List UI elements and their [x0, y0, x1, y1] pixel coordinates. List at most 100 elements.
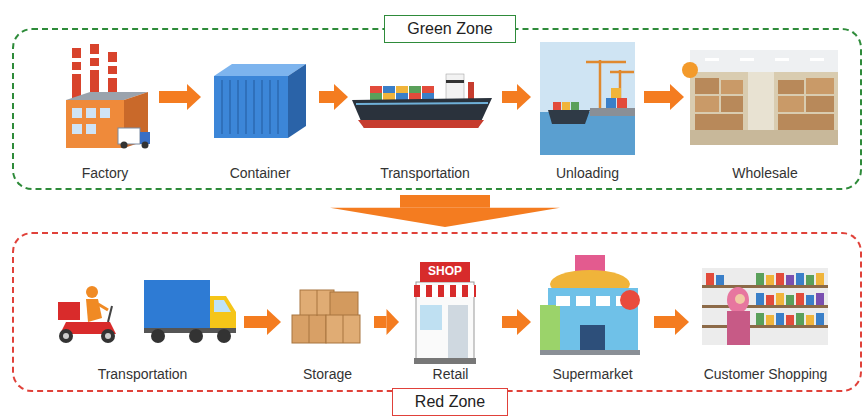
- container-icon-part-part: [221, 80, 223, 134]
- ship-icon-part: [409, 93, 421, 100]
- warehouse-photo: [682, 50, 838, 145]
- shopping-photo-part: [727, 287, 749, 313]
- step-caption: Container: [230, 165, 291, 182]
- warehouse-photo-part: [690, 130, 838, 145]
- shop-icon: [414, 262, 476, 364]
- boxes-icon-part: [300, 290, 334, 316]
- ship-icon: [352, 74, 492, 128]
- shopping-photo-part: [756, 273, 764, 285]
- process-step: Supermarket: [535, 255, 650, 383]
- delivery-scooter-icon-part: [101, 329, 115, 343]
- zone-arrow-shaft: [400, 195, 490, 208]
- step-caption: Transportation: [380, 165, 470, 182]
- shop-icon-part: [432, 285, 438, 297]
- process-step: Container: [205, 50, 315, 182]
- factory-icon-part: [108, 74, 117, 78]
- step-caption: Transportation: [98, 366, 188, 383]
- shopping-photo-part: [776, 293, 784, 305]
- delivery-scooter-icon-part: [59, 329, 73, 343]
- container-icon-part-part: [253, 80, 255, 134]
- arrow-shaft: [502, 91, 517, 103]
- shopping-photo-part: [806, 275, 814, 285]
- process-step: Factory: [55, 50, 155, 182]
- shop-icon-part: [444, 285, 450, 297]
- factory-icon-part: [90, 54, 99, 58]
- flow-arrow: [654, 309, 689, 335]
- container-icon: [214, 64, 306, 138]
- zone-region: Red ZoneTransportationStorageRetailSuper…: [12, 232, 862, 392]
- shopping-photo-part: [766, 315, 774, 325]
- supermarket-icon-part: [540, 305, 560, 352]
- warehouse-photo-part: [682, 62, 698, 78]
- truck-icon-part: [210, 296, 236, 330]
- shopping-photo-part: [786, 315, 794, 325]
- delivery-scooter-icon-part: [86, 299, 102, 322]
- supermarket-icon-part: [556, 296, 570, 306]
- step-caption: Supermarket: [552, 366, 632, 383]
- shop-icon-part: [420, 305, 442, 330]
- shopping-photo: [702, 268, 828, 345]
- shop-icon-part: [420, 285, 426, 297]
- factory-icon-part: [86, 108, 96, 118]
- delivery-scooter-icon-part: [58, 302, 80, 320]
- step-caption: Storage: [303, 366, 352, 383]
- factory-icon-part: [72, 48, 81, 103]
- shopping-photo-part: [766, 275, 774, 285]
- shopping-photo-part: [776, 313, 784, 325]
- supermarket-icon-part: [596, 296, 610, 306]
- warehouse-photo-part: [740, 58, 754, 61]
- shopping-photo-part: [735, 294, 745, 304]
- flow-arrow: [644, 84, 684, 110]
- warehouse-photo-part: [721, 96, 743, 112]
- ship-icon-part: [370, 86, 382, 93]
- ship-icon-part: [446, 80, 464, 83]
- arrow-head: [670, 84, 684, 110]
- shopping-photo-part: [776, 273, 784, 285]
- truck-icon: [144, 280, 236, 343]
- boxes-icon-part: [317, 290, 318, 316]
- shopping-photo-part: [716, 275, 724, 285]
- unloading-icon-part: [553, 102, 561, 110]
- unloading-icon-part: [606, 98, 616, 108]
- shop-icon-part: [420, 262, 470, 282]
- arrow-shaft: [319, 91, 334, 103]
- container-icon-part: [222, 80, 278, 134]
- shop-icon-part: [468, 285, 474, 297]
- unloading-icon-part: [548, 110, 590, 124]
- arrow-shaft: [244, 316, 267, 328]
- factory-icon-part: [86, 124, 96, 134]
- boxes-icon-part: [326, 315, 360, 343]
- warehouse-photo-part: [695, 96, 719, 112]
- ship-icon-part: [468, 82, 474, 100]
- shopping-photo-part: [786, 295, 794, 305]
- supermarket-icon-part: [580, 325, 605, 352]
- step-caption: Unloading: [556, 165, 619, 182]
- delivery-scooter-icon: [58, 286, 116, 343]
- factory-icon-part: [72, 124, 82, 134]
- shopping-photo-part: [702, 268, 828, 345]
- shopping-photo-part: [796, 293, 804, 305]
- unloading-icon-part: [586, 60, 634, 108]
- arrow-shaft: [374, 316, 387, 328]
- ship-icon-part: [422, 86, 434, 93]
- warehouse-photo-part: [721, 80, 743, 94]
- container-icon-part: [214, 76, 288, 138]
- arrow-head: [187, 84, 201, 110]
- factory-icon-part: [72, 58, 81, 62]
- arrow-head: [517, 309, 531, 335]
- unloading-icon-part: [571, 102, 579, 110]
- process-step: Customer Shopping: [693, 255, 838, 383]
- flow-arrow: [374, 309, 399, 335]
- shopping-photo-part: [816, 313, 824, 325]
- arrow-shaft: [644, 91, 670, 103]
- truck-icon-part: [214, 300, 231, 312]
- factory-icon-part: [90, 66, 99, 70]
- unloading-icon-part-part: [586, 61, 626, 64]
- warehouse-photo-part: [695, 78, 719, 94]
- supermarket-icon-part: [620, 290, 640, 310]
- unloading-icon: [540, 42, 635, 155]
- arrow-shaft: [159, 91, 187, 103]
- ship-icon-part: [409, 86, 421, 93]
- zone-label: Red Zone: [392, 388, 508, 416]
